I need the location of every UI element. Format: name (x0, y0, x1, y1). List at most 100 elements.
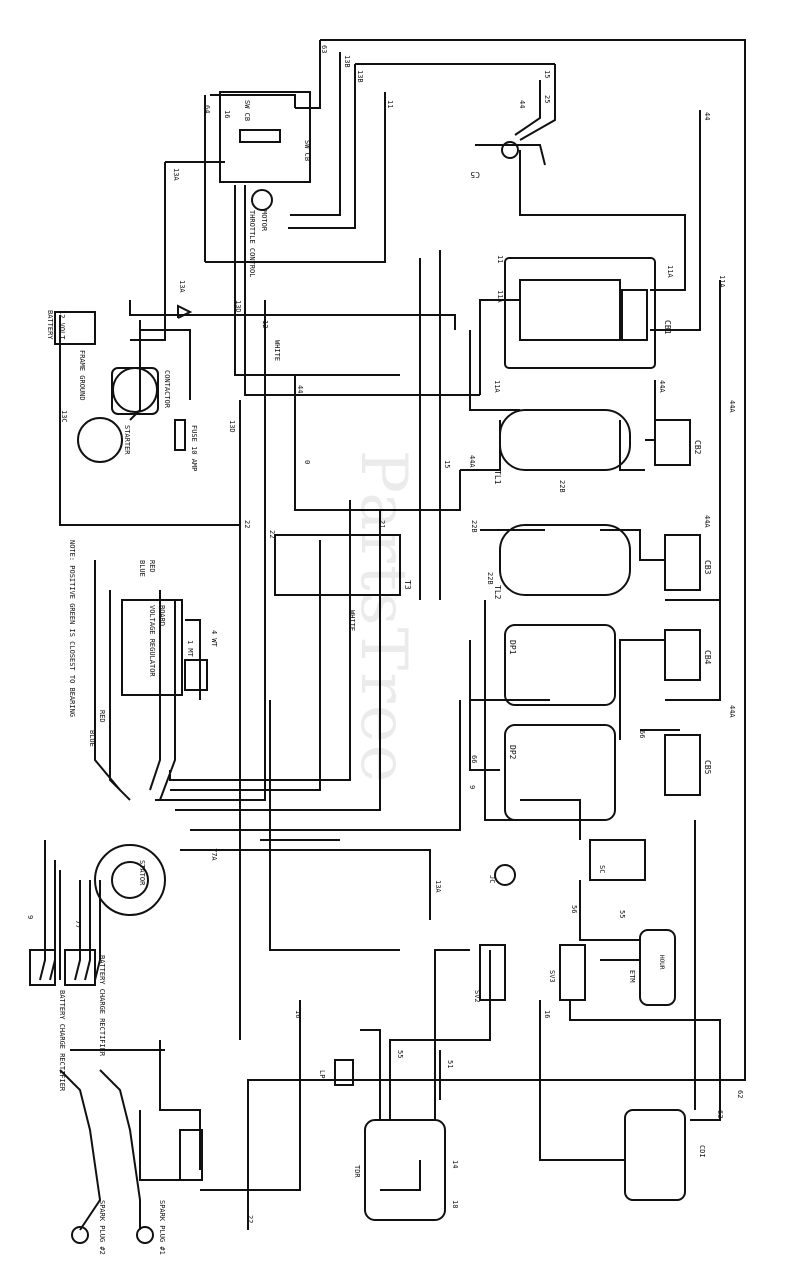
label-jc: JC (488, 875, 496, 883)
wire-number-46: 51 (446, 1060, 454, 1068)
wire-40 (579, 880, 640, 941)
wire-27 (665, 280, 721, 601)
wire-52 (170, 540, 321, 791)
wire-number-15: 13D (234, 300, 242, 313)
wire-number-28: 44A (728, 400, 736, 413)
wire-number-34: 22B (558, 480, 566, 493)
wire-number-19: 0 (303, 460, 311, 464)
wire-29 (469, 330, 520, 411)
label-cb5: CB5 (703, 760, 712, 775)
hour-meter-sc (589, 839, 646, 881)
label-spark-plug-2: SPARK PLUG #2 (98, 1200, 106, 1255)
wire-number-26: 11A (493, 380, 501, 393)
label-tl1: TL1 (493, 470, 502, 485)
etm-module (639, 929, 676, 1006)
cdi-module (624, 1109, 686, 1201)
wire-5 (519, 64, 556, 141)
wire-67 (74, 880, 81, 981)
wire-17 (59, 315, 240, 526)
wire-36 (520, 799, 581, 840)
wire-number-37: 9 (468, 785, 476, 789)
wire-0 (295, 40, 321, 109)
cb1-terminals (621, 289, 648, 341)
wire-number-7: 44 (703, 112, 711, 120)
wire-number-33: 22B (486, 572, 494, 585)
wire-number-5: 11 (386, 100, 394, 108)
label-board: BOARD (158, 605, 166, 626)
wire-54 (190, 700, 461, 831)
wire-43 (569, 1000, 721, 1121)
circuit-breaker-cb2 (654, 419, 691, 466)
wire-47 (200, 1000, 301, 1191)
wire-number-12: 12 (261, 320, 269, 328)
sv3-connector (559, 944, 586, 1001)
wire-74 (619, 420, 645, 471)
label-throttle-control: THROTTLE CONTROL (248, 210, 256, 277)
battery-charge-rectifier-1 (29, 949, 56, 986)
duplex-receptacle-dp1 (504, 624, 616, 706)
wire-number-27: 44A (658, 380, 666, 393)
label-lp: LP (318, 1070, 326, 1078)
wire-11 (130, 162, 166, 341)
wire-42 (539, 1000, 625, 1161)
label-1mt: 1 MT (186, 640, 194, 658)
voltage-regulator-board (121, 599, 183, 696)
wire-number-23: 11A (496, 290, 504, 303)
label-frame-ground: FRAME GROUND (78, 350, 86, 401)
watermark: PartsTree (346, 450, 420, 785)
wire-number-29: 44A (703, 515, 711, 528)
circuit-breaker-cb5 (664, 734, 701, 796)
label-cb1: CB1 (663, 320, 672, 335)
contactor-frame (111, 367, 159, 415)
wire-number-18: 44 (296, 385, 304, 393)
wire-number-20: 21 (378, 520, 386, 528)
wire-number-17: 22 (268, 530, 276, 538)
circuit-breaker-cb3 (664, 534, 701, 591)
spark-plug-1 (136, 1226, 154, 1244)
label-blue-2: BLUE (88, 730, 96, 747)
label-tl2: TL2 (493, 585, 502, 600)
label-contactor: CONTACTOR (163, 370, 171, 409)
wire-number-21: 15 (443, 460, 451, 468)
contactor (112, 367, 158, 413)
label-t3: T3 (403, 580, 412, 590)
wire-28 (665, 600, 721, 701)
wire-number-24: 11A (666, 265, 674, 278)
wire-46 (269, 700, 400, 951)
wire-number-22: 11 (496, 255, 504, 263)
wire-23 (479, 299, 520, 395)
wire-number-50: 22 (246, 1215, 254, 1223)
starter-motor (77, 417, 123, 463)
label-cb4: CB4 (703, 650, 712, 665)
label-starter: STARTER (123, 425, 131, 455)
wire-13 (210, 94, 296, 108)
switch-c5-knob (501, 141, 519, 159)
fuse-10amp (174, 419, 186, 451)
label-voltage-regulator: VOLTAGE REGULATOR (148, 605, 156, 677)
wire-68 (84, 880, 91, 981)
wire-44 (389, 950, 491, 1120)
wire-3 (288, 64, 356, 229)
wire-number-44: 16 (543, 1010, 551, 1018)
terminal-block-t3 (274, 534, 401, 596)
components (29, 91, 701, 1244)
receptacle-tl2 (499, 524, 631, 596)
spark-plug-2-lead (59, 1069, 102, 1231)
label-sc: SC (598, 865, 606, 873)
wire-72 (129, 320, 141, 421)
wire-number-10: 13A (172, 168, 180, 181)
wire-16 (129, 300, 441, 420)
label-sv3: SV3 (548, 970, 556, 983)
wire-8 (519, 150, 686, 291)
wire-number-43: 56 (570, 905, 578, 913)
label-tdr: TDR (353, 1165, 361, 1178)
wire-63 (159, 600, 176, 801)
wire-73 (185, 314, 456, 330)
label-fuse: FUSE 10 AMP (190, 425, 198, 471)
wire-number-31: 44A (468, 455, 476, 468)
wire-number-6: 44 (518, 100, 526, 108)
wire-61 (109, 590, 131, 801)
label-c5: C5 (470, 170, 480, 179)
wire-51 (169, 500, 351, 781)
